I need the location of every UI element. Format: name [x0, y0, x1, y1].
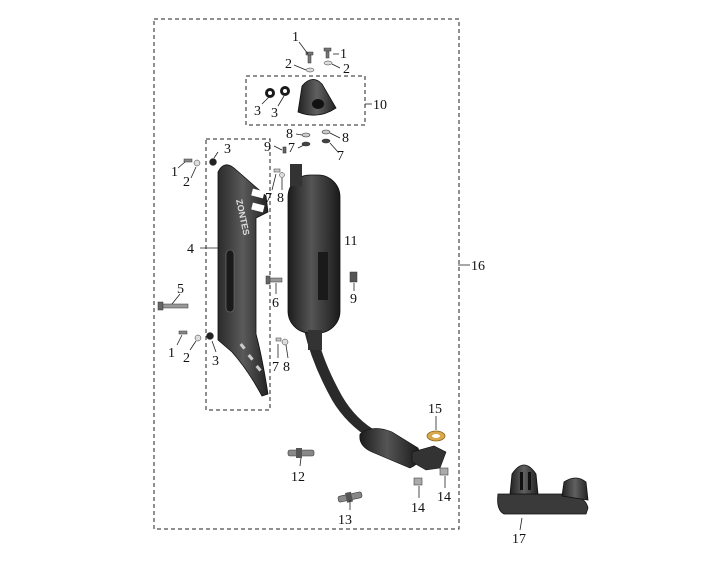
label-15: 15 — [428, 402, 442, 417]
sensor-12 — [287, 448, 315, 458]
label-9: 9 — [350, 292, 357, 307]
label-12: 12 — [291, 470, 305, 485]
label-14: 14 — [437, 490, 451, 505]
label-2: 2 — [285, 57, 292, 72]
sensor-13 — [337, 491, 363, 503]
cover-cap-17 — [497, 464, 589, 515]
label-7: 7 — [272, 360, 279, 375]
shield-fasteners — [157, 158, 358, 346]
label-1: 1 — [292, 30, 299, 45]
label-8: 8 — [283, 360, 290, 375]
label-8: 8 — [342, 131, 349, 146]
label-7: 7 — [265, 191, 272, 206]
label-14: 14 — [411, 501, 425, 516]
label-7: 7 — [337, 149, 344, 164]
exhaust-gasket — [426, 430, 446, 442]
rear-cap-group-box — [245, 75, 366, 126]
label-9: 9 — [264, 140, 271, 155]
label-1: 1 — [171, 165, 178, 180]
label-1: 1 — [168, 346, 175, 361]
label-7: 7 — [288, 141, 295, 156]
label-3: 3 — [271, 106, 278, 121]
label-2: 2 — [183, 175, 190, 190]
header-pipe-catalyst — [359, 428, 447, 471]
heat-shield-group-box — [205, 138, 271, 411]
heat-shield: ZONTES — [217, 164, 269, 397]
muffler-end-cap — [297, 79, 337, 116]
label-8: 8 — [286, 127, 293, 142]
label-1: 1 — [340, 47, 347, 62]
label-16: 16 — [471, 259, 485, 274]
label-6: 6 — [272, 296, 279, 311]
leader-lines — [171, 41, 523, 531]
label-8: 8 — [277, 191, 284, 206]
label-2: 2 — [343, 62, 350, 77]
outer-assembly-box — [153, 18, 460, 530]
label-4: 4 — [187, 242, 194, 257]
grommets — [265, 86, 290, 98]
label-5: 5 — [177, 282, 184, 297]
flange-nuts — [413, 467, 449, 486]
label-13: 13 — [338, 513, 352, 528]
part-labels: 1 1 2 2 3 3 10 8 8 9 7 7 3 1 2 7 8 4 11 … — [168, 30, 526, 547]
top-bolts — [305, 47, 333, 73]
label-17: 17 — [512, 532, 526, 547]
label-3: 3 — [254, 104, 261, 119]
label-10: 10 — [373, 98, 387, 113]
label-3: 3 — [212, 354, 219, 369]
muffler-body — [287, 164, 378, 440]
label-3: 3 — [224, 142, 231, 157]
label-2: 2 — [183, 351, 190, 366]
label-11: 11 — [344, 234, 357, 249]
